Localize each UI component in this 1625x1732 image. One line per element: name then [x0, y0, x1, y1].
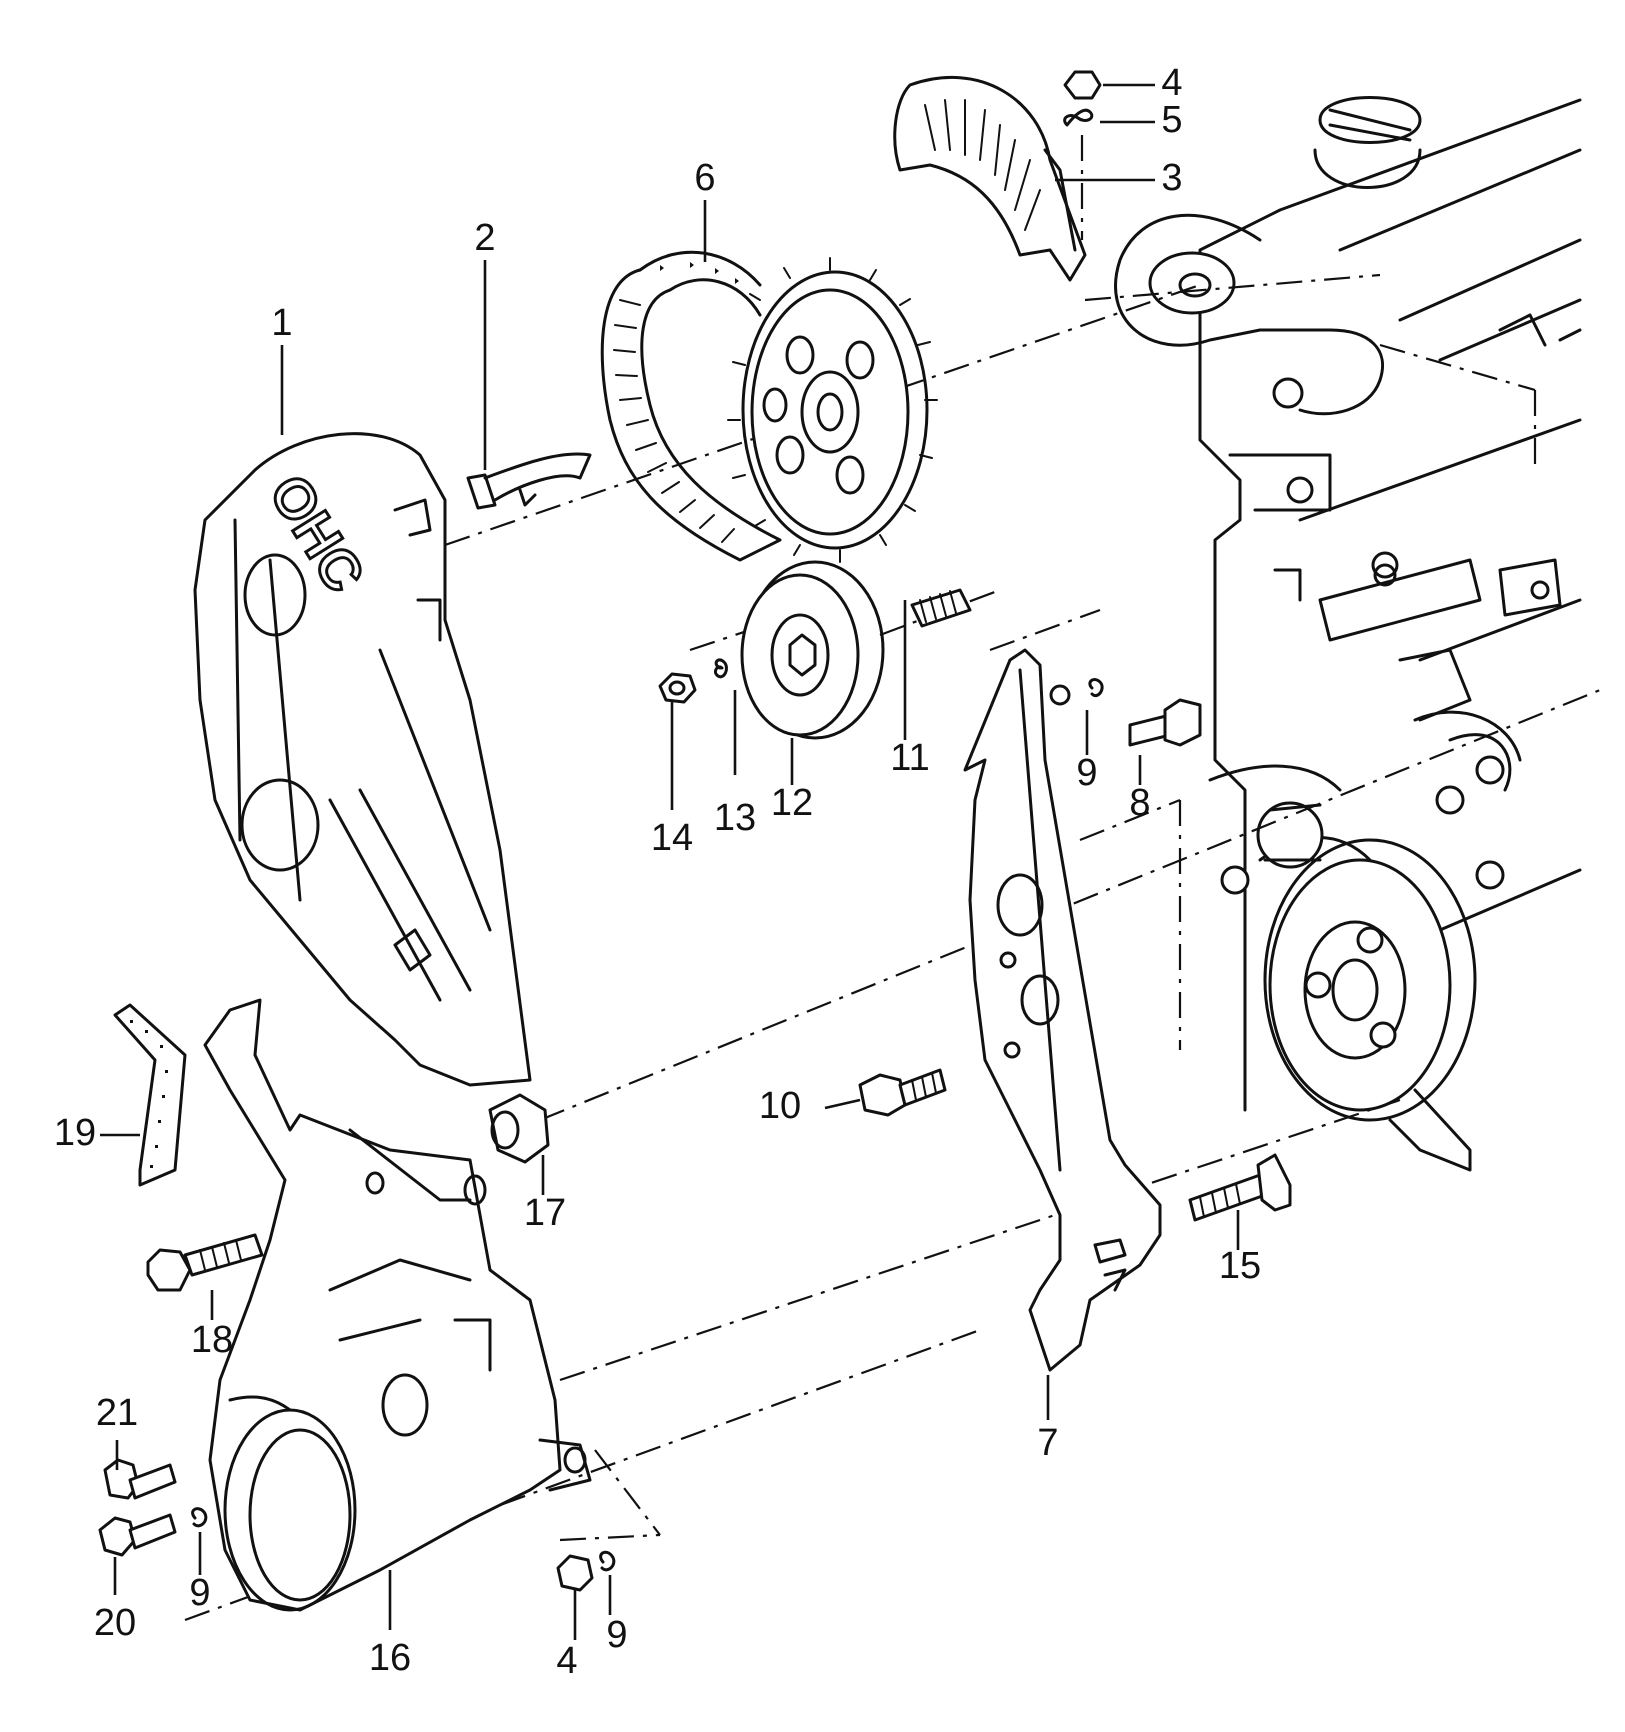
callout-17: 17 — [524, 1192, 566, 1234]
callout-20: 20 — [94, 1602, 136, 1644]
callout-numbers: 1 2 3 4 5 6 7 8 9 10 11 12 13 14 15 16 1… — [54, 62, 1261, 1682]
rear-bracket-part-7 — [963, 648, 1162, 1372]
callout-7: 7 — [1037, 1422, 1058, 1464]
callout-leader-lines — [100, 83, 1240, 1640]
engine-block — [1114, 96, 1582, 1112]
callout-19: 19 — [54, 1112, 96, 1154]
bolt-part-10 — [858, 1068, 947, 1117]
callout-10: 10 — [759, 1085, 801, 1127]
callout-3: 3 — [1161, 157, 1182, 199]
callout-21: 21 — [96, 1392, 138, 1434]
callout-6: 6 — [694, 157, 715, 199]
grommet-part-17 — [488, 1093, 550, 1164]
callout-12: 12 — [771, 782, 813, 824]
callout-9-bottom: 9 — [606, 1614, 627, 1656]
bolt-part-15 — [1188, 1153, 1292, 1222]
callout-4-bottom: 4 — [556, 1640, 577, 1682]
clip-part-2 — [466, 452, 592, 510]
callout-11: 11 — [890, 737, 929, 779]
tensioner-pulley-part-12 — [658, 560, 972, 740]
upper-timing-belt-cover-part-1: OHC — [193, 432, 532, 1087]
callout-8: 8 — [1129, 782, 1150, 824]
timing-belt-part-6 — [600, 250, 782, 562]
callout-15: 15 — [1219, 1245, 1261, 1287]
callout-9-left: 9 — [189, 1572, 210, 1614]
upper-rear-cover-part-3 — [893, 70, 1102, 282]
bolt-part-18 — [146, 1233, 264, 1292]
callout-5: 5 — [1161, 99, 1182, 141]
callout-14: 14 — [651, 817, 693, 859]
camshaft-sprocket — [727, 257, 938, 563]
bolt-part-8 — [1049, 678, 1202, 747]
callout-9-upper: 9 — [1076, 752, 1097, 794]
crankshaft-pulley-assembly — [1220, 710, 1522, 1172]
seal-strip-part-19 — [113, 1003, 187, 1187]
callout-13: 13 — [714, 797, 756, 839]
callout-2: 2 — [474, 217, 495, 259]
callout-18: 18 — [191, 1319, 233, 1361]
callout-16: 16 — [369, 1637, 411, 1679]
callout-1: 1 — [271, 302, 292, 344]
fasteners-lower-left — [98, 1458, 616, 1592]
lower-timing-belt-cover-part-16 — [203, 998, 592, 1612]
callout-4-top: 4 — [1161, 62, 1182, 104]
